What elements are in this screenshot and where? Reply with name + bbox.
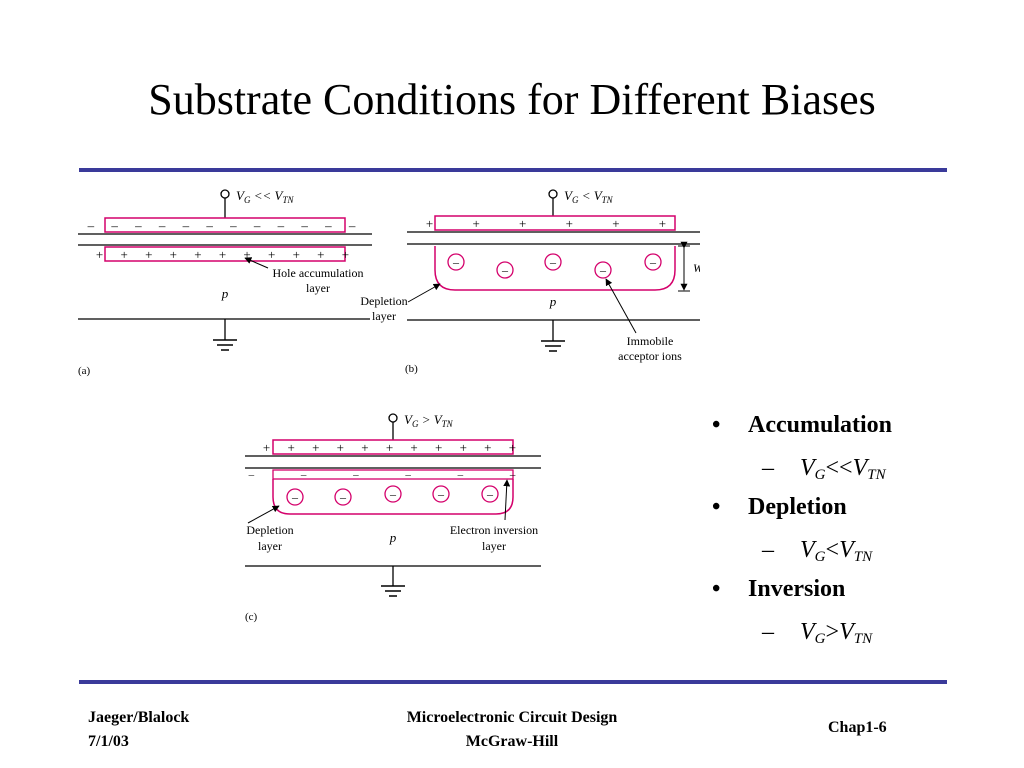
depletion-region (272, 479, 514, 515)
substrate-p-label: p (549, 294, 557, 309)
gate-positive-charges: + + + + + + + + + + + (263, 440, 523, 455)
gate-charge-layer (104, 217, 346, 233)
footer-page-number: Chap1-6 (828, 719, 887, 736)
ground-icon (213, 319, 237, 351)
hole-accumulation-label: Hole accumulation (273, 266, 364, 280)
gate-positive-charges: + + + + + + (426, 216, 684, 231)
depletion-label-2: layer (258, 539, 282, 553)
footer-publisher: McGraw-Hill (465, 733, 559, 750)
inversion-label: Electron inversion (450, 523, 538, 537)
acceptor-ions (286, 485, 499, 506)
depletion-label: Depletion (246, 523, 293, 537)
substrate-p-label: p (221, 286, 229, 301)
panel-a-caption: (a) (78, 365, 91, 377)
ground-icon (381, 566, 405, 597)
slide-title: Substrate Conditions for Different Biase… (148, 75, 876, 124)
svg-text:–: – (339, 490, 347, 504)
bullet-inversion: •Inversion (712, 572, 1012, 612)
svg-text:–: – (291, 490, 299, 504)
bullet-dot-icon: • (712, 412, 721, 438)
sub-bullet-accumulation-condition: –VG<<VTN (712, 448, 1012, 490)
footer-divider (79, 680, 947, 684)
gate-terminal-icon (220, 189, 230, 199)
gate-charge-layer (272, 439, 514, 455)
sub-bullet-inversion-condition: –VG>VTN (712, 612, 1012, 654)
dash-icon: – (762, 455, 774, 481)
svg-text:–: – (501, 263, 509, 277)
electron-inversion-layer (272, 469, 514, 480)
footer-center: Microelectronic Circuit Design McGraw-Hi… (312, 706, 712, 754)
depletion-width-label: Wd (693, 261, 700, 277)
dash-icon: – (762, 537, 774, 563)
acceptor-ion-charges: ––––– (291, 487, 494, 504)
depletion-region (434, 246, 676, 291)
acceptor-ions (447, 253, 662, 279)
hole-accumulation-label-2: layer (306, 281, 330, 295)
bullet-depletion: •Depletion (712, 490, 1012, 530)
svg-text:–: – (437, 487, 445, 501)
mos-bias-figure: VG << VTN – – – – – – – – – – – – + + + … (78, 188, 700, 623)
svg-text:–: – (649, 255, 657, 269)
depletion-label-2: layer (372, 309, 396, 323)
depletion-label: Depletion (360, 294, 407, 308)
gate-negative-charges: – – – – – – – – – – – – (87, 218, 363, 233)
sub-bullet-depletion-condition: –VG<VTN (712, 530, 1012, 572)
inversion-electrons: – – – – – – (248, 469, 538, 481)
panel-b-caption: (b) (405, 363, 418, 375)
footer-left: Jaeger/Blalock 7/1/03 (88, 706, 189, 754)
gate-voltage-label: VG > VTN (404, 412, 454, 429)
panel-c-inversion: VG > VTN + + + + + + + + + + + – – – – –… (245, 412, 541, 623)
svg-text:–: – (486, 487, 494, 501)
gate-voltage-label: VG << VTN (236, 188, 294, 205)
immobile-ions-label: Immobile (627, 334, 674, 348)
inversion-label-2: layer (482, 539, 506, 553)
acceptor-ion-charges: ––––– (452, 255, 657, 277)
panel-c-caption: (c) (245, 611, 258, 623)
gate-terminal-icon (548, 189, 558, 199)
immobile-ions-label-2: acceptor ions (618, 349, 682, 363)
hole-accumulation-layer (104, 246, 346, 262)
panel-b-depletion: VG < VTN + + + + + + ––––– Wd Depletion … (360, 188, 700, 375)
hole-charges: + + + + + + + + + + + (96, 247, 356, 262)
gate-terminal-icon (388, 413, 398, 423)
bullet-dot-icon: • (712, 576, 721, 602)
svg-text:–: – (549, 255, 557, 269)
svg-text:–: – (389, 487, 397, 501)
substrate-p-label: p (389, 530, 397, 545)
ground-icon (541, 320, 565, 352)
gate-charge-layer (434, 215, 676, 231)
footer-book-title: Microelectronic Circuit Design (406, 709, 618, 726)
svg-text:–: – (599, 263, 607, 277)
panel-a-accumulation: VG << VTN – – – – – – – – – – – – + + + … (78, 188, 372, 377)
svg-text:–: – (452, 255, 460, 269)
footer-authors: Jaeger/Blalock (88, 709, 190, 726)
dash-icon: – (762, 619, 774, 645)
bias-bullet-list: •Accumulation –VG<<VTN •Depletion –VG<VT… (712, 408, 1012, 654)
footer-date: 7/1/03 (88, 733, 129, 750)
title-divider (79, 168, 947, 172)
bullet-dot-icon: • (712, 494, 721, 520)
gate-voltage-label: VG < VTN (564, 188, 614, 205)
bullet-accumulation: •Accumulation (712, 408, 1012, 448)
